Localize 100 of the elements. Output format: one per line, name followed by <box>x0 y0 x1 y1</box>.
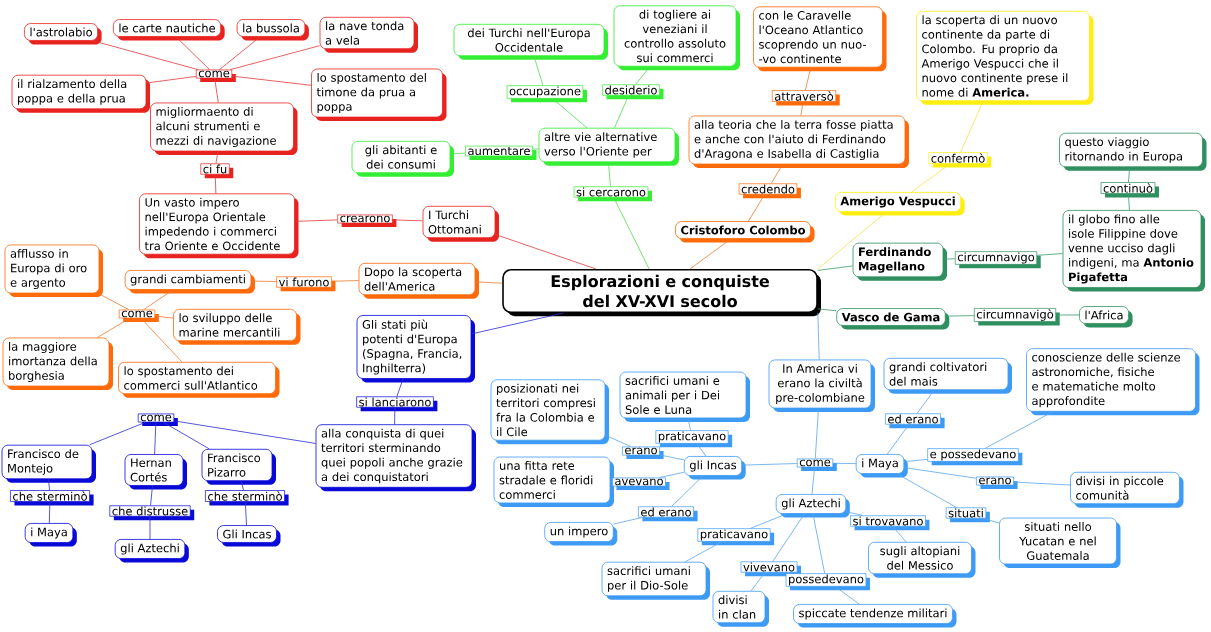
connector-line <box>800 101 804 116</box>
concept-box: di togliere ai veneziani il controllo assoluto sui commerci <box>613 5 740 71</box>
connector-line <box>215 151 219 164</box>
connector-line <box>817 211 887 270</box>
concept-box: In America vi erano la civiltà pre-colombiane <box>768 359 875 413</box>
connector-line <box>772 513 805 562</box>
connector-line <box>154 422 157 455</box>
connector-line <box>984 411 1054 449</box>
connector-line <box>533 55 544 86</box>
concept-box: gli abitanti e dei consumi <box>351 140 454 177</box>
connector-line <box>396 378 404 397</box>
connector-line <box>1128 193 1130 211</box>
concept-box: Un vasto impero nell'Europa Orientale impedendo i commerci tra Oriente e Occidente <box>139 193 299 259</box>
connector-line <box>89 422 146 446</box>
connector-line <box>897 473 957 508</box>
linking-phrase-box: vivevano <box>740 561 802 577</box>
connector-line <box>687 417 691 431</box>
concept-box: alla teoria che la terra fosse piatta e anche con l'aiuto di Ferdinando d'Aragona e Isabella di Castiglia <box>688 115 909 169</box>
connector-line <box>92 40 199 70</box>
linking-phrase-box: si lanciarono <box>356 396 438 412</box>
connector-line <box>143 289 174 310</box>
concept-box: la nave tonda a vela <box>319 16 418 53</box>
connector-line <box>741 463 798 466</box>
concept-box: la scoperta di un nuovo continente da parte di Colombo. Fu proprio da Amerigo Vespucci che il nuovo continente prese il nome di America. <box>916 10 1094 105</box>
connector-line <box>471 312 564 335</box>
concept-box: Vasco de Gama <box>836 308 950 330</box>
concept-box: Amerigo Vespucci <box>834 192 965 216</box>
connector-line <box>1036 253 1063 256</box>
connector-line <box>845 511 864 516</box>
concept-box: questo viaggio ritornando in Europa <box>1059 132 1207 171</box>
connector-line <box>97 293 129 310</box>
linking-phrase-box: ed erano <box>885 413 945 429</box>
concept-box: altre vie alternative verso l'Oriente per <box>538 127 679 166</box>
concept-box: migliormaento di alcuni strumenti e mezzi di navigazione <box>150 102 298 156</box>
connector-line <box>154 315 174 319</box>
connector-line <box>149 516 151 540</box>
concept-box: il globo fino alle isole Filippine dove venne ucciso dagli indigeni, ma Antonio Pigafetta <box>1062 210 1205 292</box>
concept-box: sacrifici umani per il Dio-Sole <box>601 561 710 600</box>
connector-line <box>812 513 826 574</box>
connector-line <box>96 318 130 338</box>
connector-line <box>659 454 685 461</box>
linking-phrase-box: occupazione <box>506 85 587 103</box>
concept-box: con le Caravelle l'Oceano Atlantico scoprendo un nuo- -vo continente <box>753 6 887 72</box>
connector-line <box>832 462 857 464</box>
connector-line <box>696 443 707 457</box>
connector-line <box>916 389 935 414</box>
concept-box: Ferdinando Magellano <box>852 242 947 281</box>
linking-phrase-box: continuò <box>1100 182 1159 198</box>
concept-box: l'astrolabio <box>24 23 102 45</box>
connector-line <box>163 422 210 450</box>
linking-phrase-box: come <box>195 69 236 83</box>
concept-box: alla conquista di quei territori sterminando quei popoli anche grazie a dei conquistatori <box>315 424 476 492</box>
linking-phrase-box: erano <box>622 446 664 460</box>
connector-line <box>750 513 787 529</box>
connector-line <box>659 471 685 478</box>
connector-line <box>635 66 651 85</box>
connector-line <box>331 280 359 282</box>
connector-line <box>770 164 783 184</box>
linking-phrase-box: desiderio <box>602 84 664 100</box>
linking-phrase-box: confermò <box>928 152 992 168</box>
connector-line <box>945 315 975 317</box>
concept-box: lo spostamento dei commerci sull'Atlantico <box>118 361 280 398</box>
connector-line <box>231 75 312 86</box>
concept-box: divisi in clan <box>712 590 769 627</box>
connector-line <box>48 478 50 491</box>
concept-box: gli Aztechi <box>775 494 850 518</box>
linking-phrase-box: si trovavano <box>850 515 930 531</box>
connector-line <box>817 312 820 360</box>
connector-line <box>613 197 650 270</box>
linking-phrase-box: ed erano <box>638 506 698 522</box>
concept-box: situati nello Yucatan e nel Guatemala <box>999 517 1121 568</box>
concept-box: grandi coltivatori del mais <box>883 357 1012 394</box>
concept-box: i Maya <box>24 523 77 547</box>
connector-line <box>173 420 316 444</box>
linking-phrase-box: ci fu <box>200 163 234 179</box>
linking-phrase-box: che sterminò <box>205 490 289 506</box>
concept-box: grandi cambiamenti <box>124 270 255 294</box>
connector-line <box>214 174 217 194</box>
connector-line <box>140 318 183 363</box>
concept-box: sacrifici umani e animali per i Dei Sole e Luna <box>619 371 750 422</box>
connector-line <box>394 407 396 425</box>
connector-line <box>146 76 197 84</box>
connector-line <box>750 572 766 592</box>
connector-line <box>984 518 1000 524</box>
connector-line <box>671 475 704 507</box>
connector-line <box>805 67 812 91</box>
connector-line <box>475 281 503 284</box>
connector-line <box>748 194 765 222</box>
connector-line <box>294 219 338 222</box>
concept-box: Francisco de Montejo <box>1 444 96 483</box>
connector-line <box>219 36 261 70</box>
linking-phrase-box: circumnavigo <box>954 251 1041 269</box>
connector-line <box>240 480 244 491</box>
connector-line <box>230 45 320 70</box>
concept-box: l'Africa <box>1079 306 1133 328</box>
concept-box: sugli altopiani del Messico <box>868 541 976 578</box>
connector-line <box>1013 481 1071 486</box>
concept-box: gli Aztechi <box>114 539 189 563</box>
connector-line <box>684 541 723 563</box>
concept-box: spiccate tendenze militari <box>793 604 957 628</box>
